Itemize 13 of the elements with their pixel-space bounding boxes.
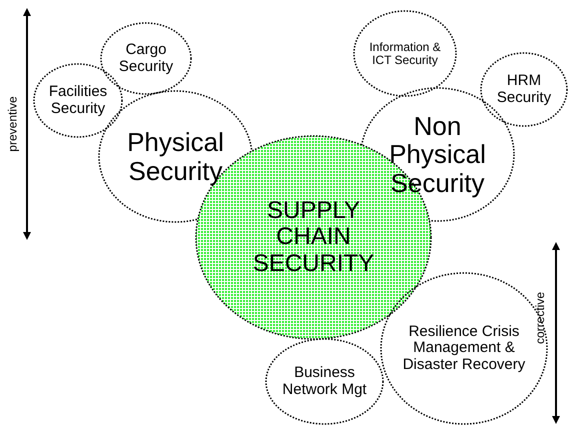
node-label: Cargo Security <box>118 42 174 75</box>
node-label: HRM Security <box>496 73 552 106</box>
node-label: Facilities Security <box>48 84 108 117</box>
node-label: Business Network Mgt <box>281 365 368 398</box>
dotted-ellipse <box>353 10 457 97</box>
dotted-ellipse <box>480 52 568 127</box>
dotted-ellipse <box>265 338 384 425</box>
node-label: Information & ICT Security <box>368 40 442 67</box>
node-label: Resilience Crisis Management & Disaster Recovery <box>402 324 526 373</box>
axis-label: corrective <box>533 292 547 344</box>
axis-label: preventive <box>5 96 20 152</box>
node-label: Physical Security <box>126 128 225 186</box>
dotted-ellipse <box>380 272 548 425</box>
